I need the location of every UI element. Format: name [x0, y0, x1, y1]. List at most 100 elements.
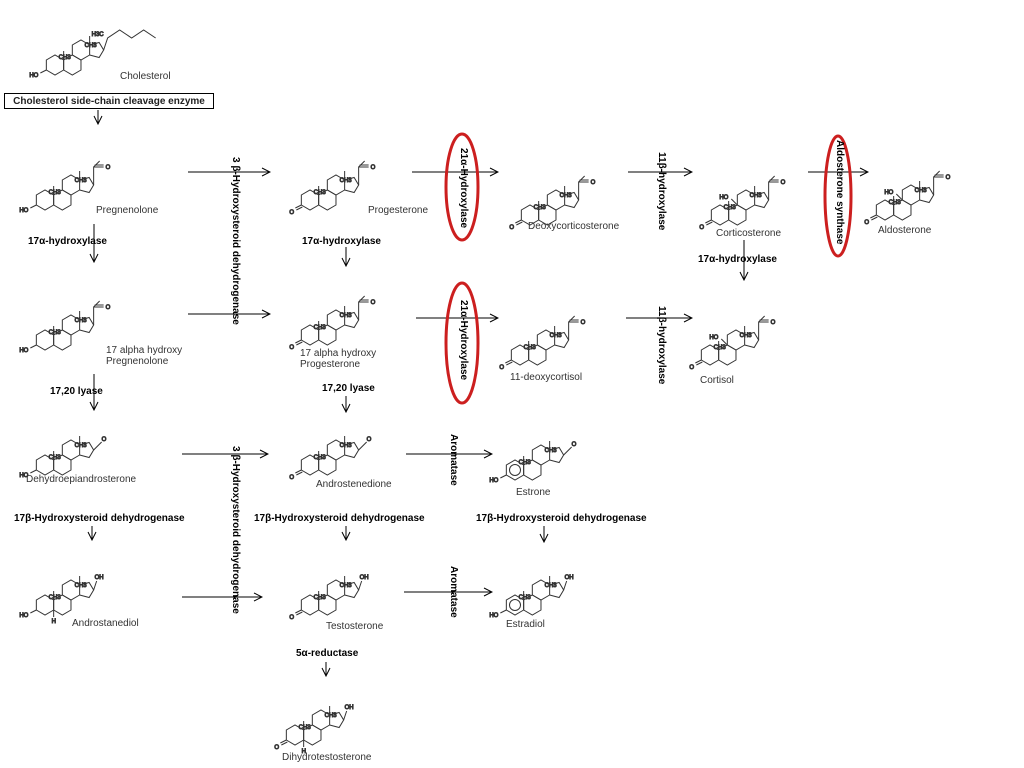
enzyme-17a-hydroxylase-3: 17α-hydroxylase	[698, 254, 777, 265]
atom-label: HO	[19, 348, 28, 354]
enzyme-17a-hydroxylase-1: 17α-hydroxylase	[28, 236, 107, 247]
highlight-ring-aldosterone-synthase	[823, 134, 853, 258]
compound-dehydroepiandrosterone: Dehydroepiandrosterone	[26, 474, 137, 485]
atom-label: CH3	[915, 188, 928, 194]
atom-label: HO	[709, 335, 718, 341]
atom-label: OH	[360, 575, 369, 581]
atom-label: CH3	[75, 443, 88, 449]
compound-corticosterone: Corticosterone	[716, 228, 782, 239]
enzyme-side-chain-cleavage: Cholesterol side-chain cleavage enzyme	[4, 93, 214, 109]
atom-label: CH3	[750, 193, 763, 199]
reaction-arrows	[92, 110, 868, 676]
atom-label: O	[289, 475, 294, 481]
compound-pregnenolone: Pregnenolone	[96, 205, 159, 216]
enzyme-17-20-lyase-1: 17,20 lyase	[50, 386, 103, 397]
atom-label: O	[946, 175, 951, 181]
atom-label: HO	[489, 613, 498, 619]
atom-label: CH3	[325, 713, 338, 719]
enzyme-21a-hydroxylase-1: 21α-Hydroxylase	[458, 148, 469, 229]
enzyme-11b-hydroxylase-1: 11β-hydroxylase	[656, 152, 667, 231]
enzyme-3b-hsd-lower: 3 β-Hydroxysteroid dehydrogenase	[230, 446, 241, 614]
enzyme-aromatase-1: Aromatase	[448, 434, 459, 486]
atom-label: O	[572, 442, 577, 448]
atom-label: CH3	[314, 595, 327, 601]
highlight-ring-21a-hydroxylase-lower	[444, 281, 480, 405]
highlight-ring-21a-hydroxylase-upper	[444, 132, 480, 242]
atom-label: H3C	[92, 32, 105, 38]
atom-label: CH3	[85, 43, 98, 49]
compound-androstanediol: Androstanediol	[72, 618, 139, 629]
atom-label: CH3	[340, 178, 353, 184]
atom-label: HO	[719, 195, 728, 201]
atom-label: O	[289, 210, 294, 216]
atom-label: CH3	[740, 333, 753, 339]
enzyme-aldosterone-synthase: Aldosterone synthase	[834, 140, 845, 245]
atom-label: HO	[884, 190, 893, 196]
compound-deoxycorticosterone: Deoxycorticosterone	[528, 221, 620, 232]
atom-label: O	[371, 300, 376, 306]
enzyme-5a-reductase: 5α-reductase	[296, 648, 359, 659]
compound-17-hydroxy-progesterone-line1: 17 alpha hydroxy	[300, 348, 377, 359]
atom-label: O	[274, 745, 279, 751]
atom-label: CH3	[299, 725, 312, 731]
compound-17-hydroxy-pregnenolone-line2: Pregnenolone	[106, 356, 169, 367]
atom-label: O	[289, 615, 294, 621]
enzyme-3b-hsd-upper: 3 β-Hydroxysteroid dehydrogenase	[230, 157, 241, 325]
compound-aldosterone: Aldosterone	[878, 225, 932, 236]
atom-label: HO	[19, 473, 28, 479]
atom-label: CH3	[714, 345, 727, 351]
atom-label: CH3	[534, 205, 547, 211]
atom-label: O	[106, 165, 111, 171]
atom-label: OH	[565, 575, 574, 581]
atom-label: CH3	[519, 460, 532, 466]
atom-label: CH3	[49, 595, 62, 601]
atom-label: H	[302, 749, 306, 755]
compound-17-hydroxy-progesterone-line2: Progesterone	[300, 359, 361, 370]
atom-label: OH	[95, 575, 104, 581]
atom-label: O	[289, 345, 294, 351]
enzyme-11b-hydroxylase-2: 11β-hydroxylase	[656, 306, 667, 385]
atom-label: O	[367, 437, 372, 443]
atom-label: O	[591, 180, 596, 186]
atom-label: O	[771, 320, 776, 326]
atom-label: CH3	[340, 443, 353, 449]
atom-label: CH3	[314, 455, 327, 461]
atom-label: O	[699, 225, 704, 231]
compound-estrone: Estrone	[516, 487, 551, 498]
enzyme-17b-hsd-1: 17β-Hydroxysteroid dehydrogenase	[14, 513, 185, 524]
atom-label: HO	[19, 613, 28, 619]
atom-label: O	[371, 165, 376, 171]
atom-label: CH3	[889, 200, 902, 206]
atom-label: O	[102, 437, 107, 443]
enzyme-aromatase-2: Aromatase	[448, 566, 459, 618]
enzyme-17b-hsd-2: 17β-Hydroxysteroid dehydrogenase	[254, 513, 425, 524]
atom-label: CH3	[340, 313, 353, 319]
atom-label: CH3	[314, 190, 327, 196]
atom-label: CH3	[545, 448, 558, 454]
atom-label: CH3	[519, 595, 532, 601]
atom-label: CH3	[49, 330, 62, 336]
atom-label: O	[106, 305, 111, 311]
compound-17-hydroxy-pregnenolone-line1: 17 alpha hydroxy	[106, 345, 183, 356]
enzyme-17b-hsd-3: 17β-Hydroxysteroid dehydrogenase	[476, 513, 647, 524]
compound-estradiol: Estradiol	[506, 619, 545, 630]
atom-label: CH3	[49, 190, 62, 196]
atom-label: CH3	[724, 205, 737, 211]
atom-label: CH3	[340, 583, 353, 589]
compound-cholesterol: Cholesterol	[120, 71, 171, 82]
atom-label: O	[864, 220, 869, 226]
